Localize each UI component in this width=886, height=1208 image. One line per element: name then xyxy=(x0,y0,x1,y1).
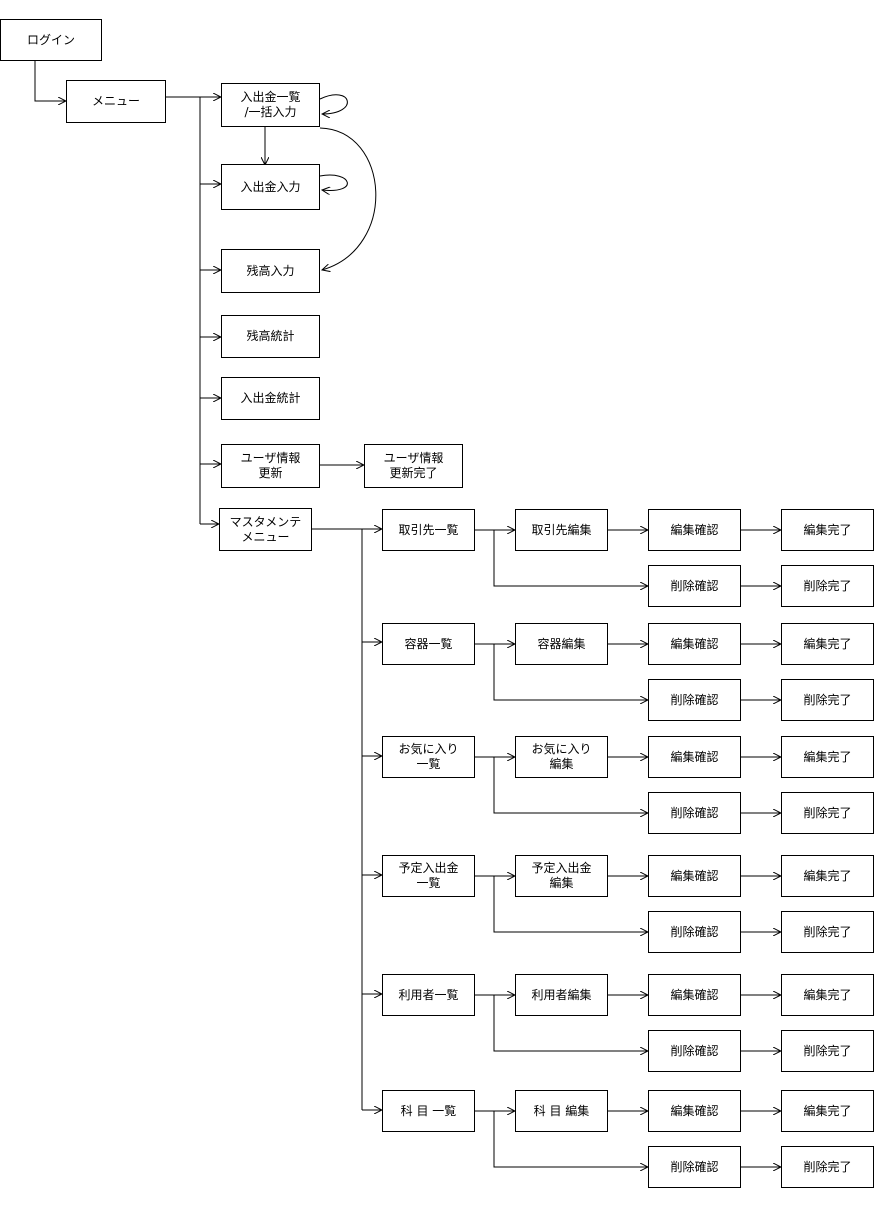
node-master-2-delete-done: 削除完了 xyxy=(781,679,874,721)
node-menu: メニュー xyxy=(66,80,166,123)
node-master-1-delete-done: 削除完了 xyxy=(781,565,874,607)
node-deposit-input: 入出金入力 xyxy=(221,164,320,210)
node-master-5-edit-confirm: 編集確認 xyxy=(648,974,741,1016)
node-master-2-edit-done: 編集完了 xyxy=(781,623,874,665)
node-master-1-edit-confirm: 編集確認 xyxy=(648,509,741,551)
node-master-2-delete-confirm: 削除確認 xyxy=(648,679,741,721)
node-login: ログイン xyxy=(0,19,102,61)
node-master-5-list: 利用者一覧 xyxy=(382,974,475,1016)
node-balance-input: 残高入力 xyxy=(221,249,320,293)
node-master-1-delete-confirm: 削除確認 xyxy=(648,565,741,607)
node-master-3-edit: お気に入り 編集 xyxy=(515,736,608,778)
node-master-4-delete-done: 削除完了 xyxy=(781,911,874,953)
node-master-1-edit: 取引先編集 xyxy=(515,509,608,551)
node-master-3-edit-done: 編集完了 xyxy=(781,736,874,778)
node-master-4-delete-confirm: 削除確認 xyxy=(648,911,741,953)
node-master-6-edit-confirm: 編集確認 xyxy=(648,1090,741,1132)
node-master-3-delete-confirm: 削除確認 xyxy=(648,792,741,834)
node-master-4-edit-done: 編集完了 xyxy=(781,855,874,897)
node-master-5-edit: 利用者編集 xyxy=(515,974,608,1016)
node-master-6-delete-done: 削除完了 xyxy=(781,1146,874,1188)
node-master-1-edit-done: 編集完了 xyxy=(781,509,874,551)
node-master-2-edit: 容器編集 xyxy=(515,623,608,665)
node-user-info-update-done: ユーザ情報 更新完了 xyxy=(364,444,463,488)
node-master-6-delete-confirm: 削除確認 xyxy=(648,1146,741,1188)
node-master-4-list: 予定入出金 一覧 xyxy=(382,855,475,897)
node-master-5-edit-done: 編集完了 xyxy=(781,974,874,1016)
node-balance-stats: 残高統計 xyxy=(221,315,320,358)
node-master-3-delete-done: 削除完了 xyxy=(781,792,874,834)
node-master-1-list: 取引先一覧 xyxy=(382,509,475,551)
node-master-5-delete-done: 削除完了 xyxy=(781,1030,874,1072)
node-master-2-edit-confirm: 編集確認 xyxy=(648,623,741,665)
node-master-6-edit-done: 編集完了 xyxy=(781,1090,874,1132)
node-master-menu: マスタメンテ メニュー xyxy=(219,508,312,551)
node-deposit-list: 入出金一覧 /一括入力 xyxy=(221,83,320,127)
node-master-6-edit: 科 目 編集 xyxy=(515,1090,608,1132)
node-master-5-delete-confirm: 削除確認 xyxy=(648,1030,741,1072)
node-master-3-list: お気に入り 一覧 xyxy=(382,736,475,778)
node-master-3-edit-confirm: 編集確認 xyxy=(648,736,741,778)
node-master-2-list: 容器一覧 xyxy=(382,623,475,665)
node-master-4-edit-confirm: 編集確認 xyxy=(648,855,741,897)
node-master-6-list: 科 目 一覧 xyxy=(382,1090,475,1132)
node-user-info-update: ユーザ情報 更新 xyxy=(221,444,320,488)
node-master-4-edit: 予定入出金 編集 xyxy=(515,855,608,897)
node-deposit-stats: 入出金統計 xyxy=(221,377,320,420)
